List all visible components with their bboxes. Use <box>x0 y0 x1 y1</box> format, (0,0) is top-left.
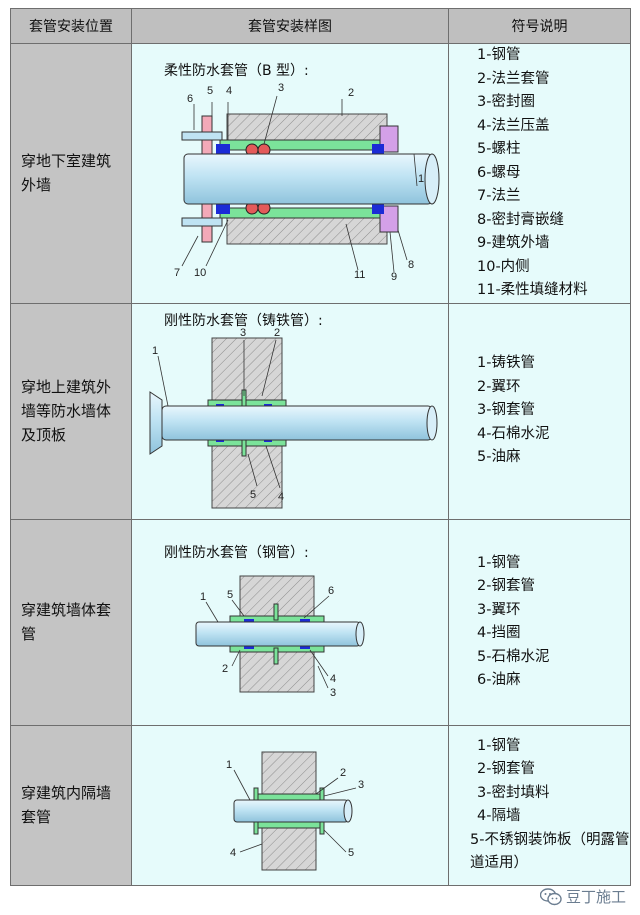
label-7: 7 <box>174 267 180 279</box>
legend-list: 1-钢管 2-钢套管 3-密封填料 4-隔墙 5-不锈钢装饰板（明露管道适用） <box>470 735 630 876</box>
wechat-icon <box>539 887 562 905</box>
legend-cell: 1-钢管 2-钢套管 3-翼环 4-挡圈 5-石棉水泥 6-油麻 <box>448 518 631 726</box>
label-5: 5 <box>207 85 213 97</box>
table-row: 穿地下室建筑外墙 柔性防水套管（B 型）: <box>10 43 631 304</box>
label-6: 6 <box>328 585 334 597</box>
watermark: 豆丁施工 <box>539 886 626 907</box>
table-row: 穿地上建筑外墙等防水墙体及顶板 刚性防水套管（铸铁管）: <box>10 302 631 520</box>
label-2: 2 <box>348 87 354 99</box>
legend-item: 8-密封膏嵌缝 <box>477 211 564 228</box>
label-1: 1 <box>418 173 424 185</box>
legend-item: 6-螺母 <box>477 164 521 181</box>
drawing-caption: 刚性防水套管（铸铁管）: <box>164 312 323 329</box>
label-9: 9 <box>391 271 397 283</box>
label-11: 11 <box>354 269 365 281</box>
legend-item: 6-油麻 <box>477 672 521 688</box>
sleeve-table: 套管安装位置 套管安装样图 符号说明 穿地下室建筑外墙 柔性防水套管（B 型）: <box>10 8 631 886</box>
legend-item: 10-内侧 <box>477 258 530 275</box>
header-location: 套管安装位置 <box>10 8 132 44</box>
legend-item: 1-钢管 <box>477 554 521 571</box>
legend-list: 1-铸铁管 2-翼环 3-钢套管 4-石棉水泥 5-油麻 <box>477 352 630 470</box>
watermark-text: 豆丁施工 <box>565 888 626 906</box>
header-row: 套管安装位置 套管安装样图 符号说明 <box>10 8 631 44</box>
legend-list: 1-钢管 2-法兰套管 3-密封圈 4-法兰压盖 5-螺柱 6-螺母 7-法兰 … <box>477 44 630 303</box>
location-cell: 穿地下室建筑外墙 <box>10 43 132 304</box>
legend-item: 3-密封圈 <box>477 94 535 110</box>
legend-item: 4-挡圈 <box>477 625 521 641</box>
legend-item: 4-隔墙 <box>477 808 521 824</box>
legend-item: 3-密封填料 <box>477 784 550 801</box>
location-cell: 穿建筑内隔墙套管 <box>10 724 132 886</box>
label-5: 5 <box>348 847 354 859</box>
label-2: 2 <box>340 767 346 779</box>
partition-wall-sleeve-diagram: 1 2 3 4 5 <box>226 751 364 870</box>
legend-list: 1-钢管 2-钢套管 3-翼环 4-挡圈 5-石棉水泥 6-油麻 <box>477 552 630 693</box>
header-legend: 符号说明 <box>448 8 631 44</box>
legend-item: 4-石棉水泥 <box>477 425 550 442</box>
label-3: 3 <box>330 687 336 699</box>
legend-item: 5-油麻 <box>477 449 521 466</box>
label-10: 10 <box>194 267 206 279</box>
table-row: 穿建筑内隔墙套管 1 2 3 <box>10 724 631 886</box>
label-5: 5 <box>250 489 256 501</box>
label-4: 4 <box>278 491 284 503</box>
legend-item: 5-螺柱 <box>477 141 521 157</box>
table-row: 穿建筑墙体套管 刚性防水套管（钢管）: <box>10 518 631 726</box>
flexible-sleeve-diagram: 6 5 4 3 2 1 7 10 11 9 8 <box>174 82 440 283</box>
legend-item: 3-钢套管 <box>477 402 535 419</box>
drawing-caption: 刚性防水套管（钢管）: <box>164 544 309 561</box>
legend-item: 1-铸铁管 <box>477 355 535 372</box>
label-5: 5 <box>227 589 233 601</box>
label-3: 3 <box>240 327 246 339</box>
drawing-caption: 柔性防水套管（B 型）: <box>164 63 309 79</box>
legend-item: 7-法兰 <box>477 188 521 204</box>
label-4: 4 <box>226 85 232 97</box>
legend-item: 5-不锈钢装饰板（明露管道适用） <box>470 831 630 872</box>
label-1: 1 <box>200 591 206 603</box>
drawing-cell: 刚性防水套管（铸铁管）: <box>131 302 449 520</box>
drawing-cell: 柔性防水套管（B 型）: <box>131 43 449 304</box>
drawing-cell: 1 2 3 4 5 <box>131 724 449 886</box>
rigid-sleeve-steel-diagram: 1 5 6 2 4 3 <box>195 575 365 699</box>
legend-item: 1-钢管 <box>477 737 521 754</box>
label-3: 3 <box>358 779 364 791</box>
drawing-cell: 刚性防水套管（钢管）: <box>131 518 449 726</box>
legend-item: 2-钢套管 <box>477 761 535 777</box>
label-6: 6 <box>187 93 193 105</box>
label-8: 8 <box>408 259 414 271</box>
label-2: 2 <box>222 663 228 675</box>
label-3: 3 <box>278 82 284 94</box>
location-cell: 穿建筑墙体套管 <box>10 518 132 726</box>
legend-item: 11-柔性填缝材料 <box>477 282 588 298</box>
legend-cell: 1-铸铁管 2-翼环 3-钢套管 4-石棉水泥 5-油麻 <box>448 302 631 520</box>
location-cell: 穿地上建筑外墙等防水墙体及顶板 <box>10 302 132 520</box>
label-4: 4 <box>230 847 236 859</box>
legend-item: 3-翼环 <box>477 601 521 618</box>
legend-item: 5-石棉水泥 <box>477 648 550 665</box>
legend-item: 4-法兰压盖 <box>477 117 550 134</box>
label-2: 2 <box>274 327 280 339</box>
rigid-sleeve-cast-iron-diagram: 1 3 2 5 4 <box>149 327 438 508</box>
label-4: 4 <box>330 673 336 685</box>
legend-item: 2-钢套管 <box>477 578 535 594</box>
legend-item: 9-建筑外墙 <box>477 235 550 251</box>
label-1: 1 <box>226 759 232 771</box>
legend-item: 2-法兰套管 <box>477 70 550 87</box>
legend-item: 1-钢管 <box>477 47 521 63</box>
label-1: 1 <box>152 345 158 357</box>
legend-cell: 1-钢管 2-法兰套管 3-密封圈 4-法兰压盖 5-螺柱 6-螺母 7-法兰 … <box>448 43 631 304</box>
header-drawing: 套管安装样图 <box>131 8 449 44</box>
legend-cell: 1-钢管 2-钢套管 3-密封填料 4-隔墙 5-不锈钢装饰板（明露管道适用） <box>448 724 631 886</box>
legend-item: 2-翼环 <box>477 378 521 395</box>
